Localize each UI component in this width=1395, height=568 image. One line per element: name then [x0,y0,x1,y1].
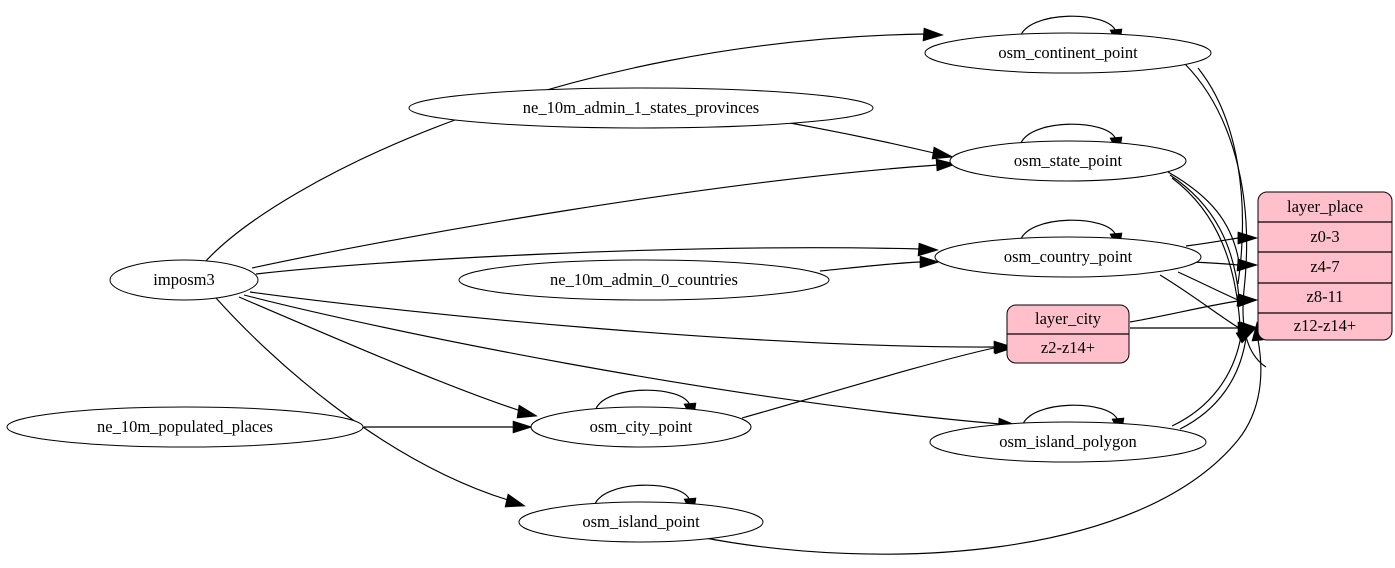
edge-osm_city_point-to-layer_city-z2-z14+ [741,341,1014,419]
record-row-layer_place-z12-z14plus[interactable]: z12-z14+ [1294,316,1356,335]
record-node-layer_place[interactable]: layer_place z0-3 z4-7 z8-11 z12-z14+ [1257,191,1393,341]
node-label-osm_city_point: osm_city_point [590,417,693,436]
record-row-layer_city-z2-z14plus[interactable]: z2-z14+ [1041,338,1095,357]
node-label-osm_country_point: osm_country_point [1004,247,1133,266]
edge-layer_city-to-layer_place-z12-z14+ [1130,321,1258,335]
record-row-layer_place-z0-3[interactable]: z0-3 [1310,227,1339,246]
edge-imposm3-to-osm_continent_point [204,27,944,263]
node-label-ne_10m_admin_0_countries: ne_10m_admin_0_countries [550,270,738,289]
node-ne_10m_admin_0_countries[interactable]: ne_10m_admin_0_countries [458,259,830,301]
edge-imposm3-to-osm_state_point [251,158,958,269]
edge-imposm3-to-osm_city_point [238,296,538,419]
edge-osm_island_polygon-to-layer_place-secondary [1179,337,1247,430]
node-label-osm_state_point: osm_state_point [1014,151,1123,170]
nodes-layer: imposm3 ne_10m_admin_1_states_provinces … [6,32,1393,543]
node-ne_10m_admin_1_states_provinces[interactable]: ne_10m_admin_1_states_provinces [408,87,874,129]
record-row-layer_place-z8-11[interactable]: z8-11 [1307,287,1344,306]
node-label-osm_island_point: osm_island_point [582,512,700,531]
record-title-layer_place: layer_place [1287,197,1363,216]
edge-imposm3-to-layer_city [249,291,1014,354]
node-osm_country_point[interactable]: osm_country_point [934,236,1202,278]
record-row-layer_place-z4-7[interactable]: z4-7 [1310,257,1339,276]
edge-imposm3-to-osm_country_point [255,242,939,275]
node-osm_city_point[interactable]: osm_city_point [530,406,752,448]
edge-imposm3-to-osm_island_point [215,297,526,508]
node-osm_island_polygon[interactable]: osm_island_polygon [929,421,1207,463]
node-ne_10m_populated_places[interactable]: ne_10m_populated_places [6,406,364,448]
record-node-layer_city[interactable]: layer_city z2-z14+ [1006,304,1130,364]
edge-ne_10m_populated_places-to-osm_city_point [364,420,533,434]
edge-osm_continent_point-to-layer_place-z0-3 [1184,63,1267,368]
edge-osm_country_point-to-layer_place-z0-3 [1185,231,1258,247]
node-label-ne_10m_admin_1_states_provinces: ne_10m_admin_1_states_provinces [523,98,759,117]
edge-osm_country_point-to-layer_place-z4-7 [1191,258,1258,272]
node-label-osm_continent_point: osm_continent_point [998,43,1138,62]
node-osm_continent_point[interactable]: osm_continent_point [924,32,1212,74]
edge-ne_10m_admin_0_countries-to-osm_country_point [819,255,940,272]
node-label-osm_island_polygon: osm_island_polygon [999,432,1137,451]
edge-osm_island_polygon-to-layer_place-z12-z14+ [1171,327,1257,427]
node-osm_island_point[interactable]: osm_island_point [518,501,764,543]
node-imposm3[interactable]: imposm3 [109,259,259,301]
record-title-layer_city: layer_city [1035,309,1102,328]
node-label-ne_10m_populated_places: ne_10m_populated_places [97,417,273,436]
node-osm_state_point[interactable]: osm_state_point [949,140,1187,182]
node-label-imposm3: imposm3 [153,270,214,289]
edge-layer_city-to-layer_place-z8-11 [1129,294,1258,323]
edge-ne_10m_admin_1_states_provinces-to-osm_state_point [789,122,955,160]
